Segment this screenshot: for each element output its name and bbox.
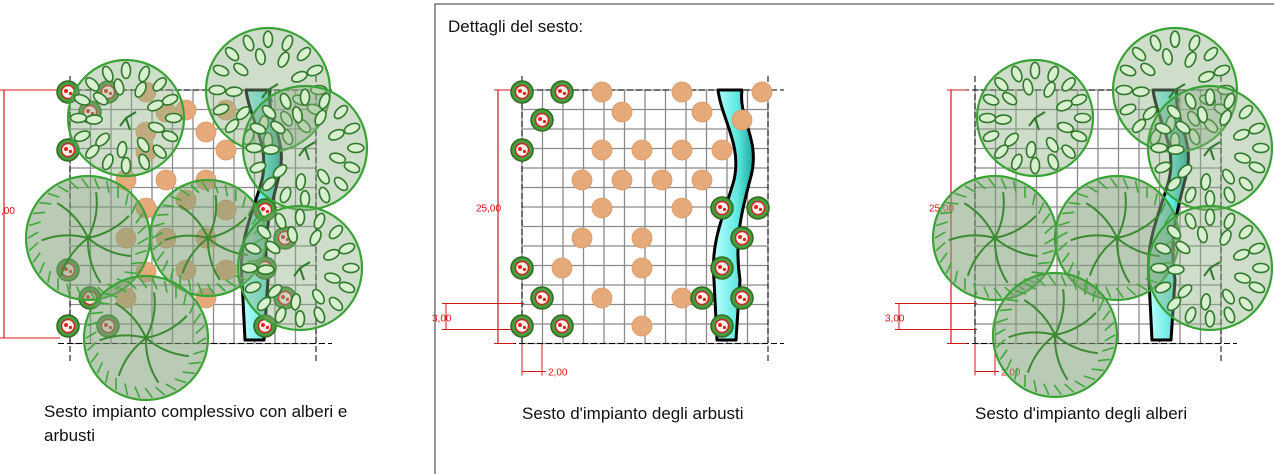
rose-shrub-mark xyxy=(710,196,734,220)
row-spacing-label: 3,00 xyxy=(432,314,452,325)
shrub-mark xyxy=(591,139,613,161)
shrub-mark xyxy=(591,81,613,103)
rose-shrub-mark xyxy=(510,256,534,280)
shrub-mark xyxy=(631,257,653,279)
rose-shrub-mark xyxy=(510,80,534,104)
rose-shrub-mark xyxy=(710,314,734,338)
shrub-mark xyxy=(671,139,693,161)
overall-layout-plan: ,00 xyxy=(0,26,369,402)
shrub-mark xyxy=(611,101,633,123)
shrub-mark xyxy=(611,169,633,191)
rose-shrub-mark xyxy=(746,196,770,220)
shrub-mark xyxy=(551,257,573,279)
shrub-mark xyxy=(591,197,613,219)
rose-shrub-mark xyxy=(510,314,534,338)
shrub-mark xyxy=(691,101,713,123)
shrub-mark xyxy=(711,139,733,161)
branching-tree-mark xyxy=(931,174,1059,302)
height-dimension-label: 25,00 xyxy=(476,204,501,215)
leafy-tree-mark xyxy=(241,84,369,212)
rose-shrub-mark xyxy=(530,108,554,132)
tree-layout-plan: 25,003,002,00 xyxy=(885,26,1274,399)
leafy-tree-mark xyxy=(1146,84,1274,212)
rose-shrub-mark xyxy=(550,314,574,338)
caption-shrub-layout: Sesto d'impianto degli arbusti xyxy=(522,404,744,423)
leafy-tree-mark xyxy=(66,58,186,178)
rose-shrub-mark xyxy=(730,226,754,250)
shrub-mark xyxy=(631,227,653,249)
shrub-mark xyxy=(195,121,217,143)
shrub-mark xyxy=(215,139,237,161)
rose-shrub-mark xyxy=(510,138,534,162)
leafy-tree-mark xyxy=(1146,204,1274,332)
shrub-mark xyxy=(175,99,197,121)
shrub-mark xyxy=(691,169,713,191)
details-title: Dettagli del sesto: xyxy=(448,17,584,36)
rose-shrub-mark xyxy=(730,286,754,310)
shrub-mark xyxy=(671,81,693,103)
branching-tree-mark xyxy=(82,274,210,402)
shrub-mark xyxy=(591,287,613,309)
rose-shrub-mark xyxy=(550,80,574,104)
shrub-mark xyxy=(651,169,673,191)
branching-tree-mark xyxy=(24,174,152,302)
shrub-mark xyxy=(731,109,753,131)
shrub-mark xyxy=(571,169,593,191)
leafy-tree-mark xyxy=(975,58,1095,178)
shrub-mark xyxy=(751,81,773,103)
details-panel-border xyxy=(434,3,1274,474)
dimension-lines: ,00 xyxy=(0,89,60,339)
caption-overall-layout: Sesto impianto complessivo con alberi e … xyxy=(44,402,348,445)
rose-shrub-mark xyxy=(530,286,554,310)
shrub-layout-plan: 25,00 3,00 2,00 xyxy=(432,76,784,379)
shrub-mark xyxy=(671,287,693,309)
height-dimension-label-clipped: ,00 xyxy=(1,206,15,217)
row-spacing-label: 3,00 xyxy=(885,314,905,325)
rose-shrub-mark xyxy=(710,256,734,280)
dimension-lines: 25,00 3,00 2,00 xyxy=(432,89,568,379)
rose-shrub-mark xyxy=(690,286,714,310)
shrub-mark xyxy=(571,227,593,249)
caption-tree-layout: Sesto d'impianto degli alberi xyxy=(975,404,1188,423)
shrub-mark xyxy=(631,139,653,161)
shrub-mark xyxy=(671,197,693,219)
column-spacing-label: 2,00 xyxy=(548,368,568,379)
rose-shrub-mark xyxy=(253,314,277,338)
shrub-mark xyxy=(155,169,177,191)
branching-tree-mark xyxy=(991,271,1119,399)
rose-shrub-mark xyxy=(56,80,80,104)
leafy-tree-mark xyxy=(236,204,364,332)
rose-shrub-mark xyxy=(56,314,80,338)
shrub-mark xyxy=(631,315,653,337)
